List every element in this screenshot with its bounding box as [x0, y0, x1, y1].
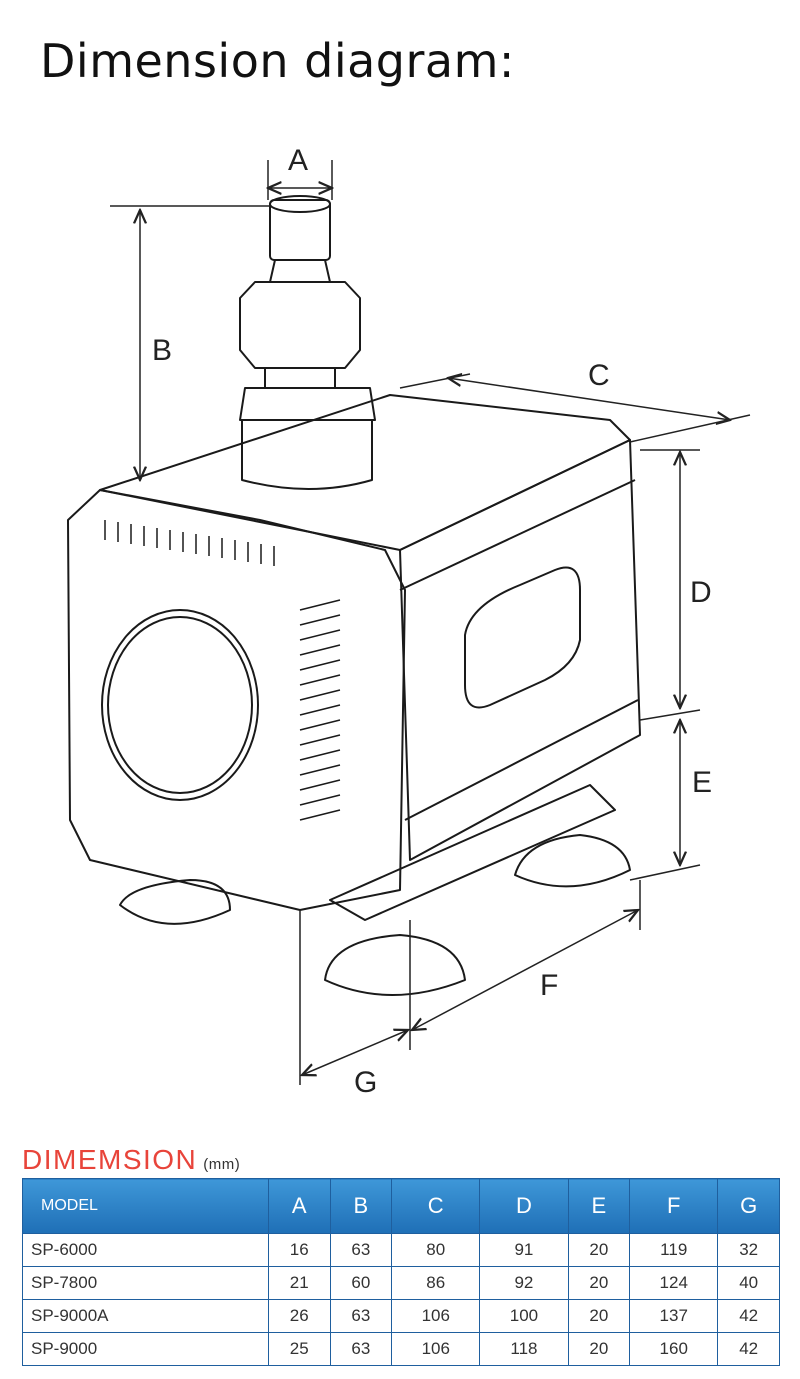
table-cell: 63 — [329, 1299, 393, 1333]
heading-text: DIMEMSION — [22, 1144, 198, 1175]
dimension-label-b: B — [152, 334, 172, 367]
unit-label: (mm) — [203, 1156, 241, 1173]
column-header: A — [267, 1178, 331, 1234]
table-cell: 20 — [567, 1299, 631, 1333]
dimension-table-heading: DIMEMSION (mm) — [22, 1144, 240, 1176]
table-cell: 32 — [717, 1233, 780, 1267]
column-header: G — [717, 1178, 780, 1234]
pump-dimension-diagram: A B C D E F G — [67, 144, 751, 1099]
column-header: B — [329, 1178, 393, 1234]
column-header: C — [391, 1178, 481, 1234]
table-cell: 42 — [717, 1332, 780, 1366]
dimension-label-e: E — [692, 766, 712, 799]
suction-foot — [119, 879, 231, 925]
column-header: D — [479, 1178, 569, 1234]
dimension-label-d: D — [690, 576, 712, 609]
table-cell: 106 — [391, 1299, 481, 1333]
cooling-grill — [104, 520, 341, 821]
dimension-label-f: F — [540, 969, 558, 1002]
table-cell: SP-9000A — [22, 1299, 269, 1333]
intake-port — [101, 609, 259, 801]
table-row: SP-9000 25 63 106 118 20 160 42 — [22, 1332, 780, 1366]
suction-foot — [514, 834, 631, 888]
table-cell: 21 — [267, 1266, 331, 1300]
pump-side — [399, 439, 641, 861]
table-cell: 124 — [629, 1266, 719, 1300]
table-cell: 20 — [567, 1332, 631, 1366]
table-cell: 16 — [267, 1233, 331, 1267]
table-cell: 91 — [479, 1233, 569, 1267]
table-cell: 92 — [479, 1266, 569, 1300]
table-cell: 106 — [391, 1332, 481, 1366]
column-header: MODEL — [22, 1178, 269, 1234]
table-cell: 40 — [717, 1266, 780, 1300]
table-cell: 26 — [267, 1299, 331, 1333]
table-cell: 160 — [629, 1332, 719, 1366]
column-header: F — [629, 1178, 719, 1234]
table-cell: 60 — [329, 1266, 393, 1300]
pump-top — [99, 394, 631, 551]
suction-foot — [324, 934, 466, 996]
table-cell: 42 — [717, 1299, 780, 1333]
table-cell: SP-9000 — [22, 1332, 269, 1366]
table-cell: 25 — [267, 1332, 331, 1366]
table-cell: 119 — [629, 1233, 719, 1267]
table-cell: 137 — [629, 1299, 719, 1333]
table-row: SP-7800 21 60 86 92 20 124 40 — [22, 1266, 780, 1300]
table-header-row: MODEL A B C D E F G — [22, 1178, 780, 1234]
table-cell: 86 — [391, 1266, 481, 1300]
column-header: E — [567, 1178, 631, 1234]
dimension-label-g: G — [354, 1066, 377, 1099]
table-cell: SP-6000 — [22, 1233, 269, 1267]
page-title: Dimension diagram: — [40, 34, 515, 88]
dimension-table: MODEL A B C D E F G SP-6000 16 63 80 91 … — [22, 1178, 780, 1366]
table-cell: 118 — [479, 1332, 569, 1366]
pump-front — [67, 489, 406, 911]
table-cell: 100 — [479, 1299, 569, 1333]
table-cell: 63 — [329, 1332, 393, 1366]
table-cell: 20 — [567, 1233, 631, 1267]
dimension-label-c: C — [588, 359, 610, 392]
table-cell: SP-7800 — [22, 1266, 269, 1300]
table-cell: 80 — [391, 1233, 481, 1267]
table-row: SP-9000A 26 63 106 100 20 137 42 — [22, 1299, 780, 1333]
table-cell: 20 — [567, 1266, 631, 1300]
table-row: SP-6000 16 63 80 91 20 119 32 — [22, 1233, 780, 1267]
nozzle-nut — [239, 281, 361, 369]
table-cell: 63 — [329, 1233, 393, 1267]
dimension-label-a: A — [288, 144, 308, 177]
